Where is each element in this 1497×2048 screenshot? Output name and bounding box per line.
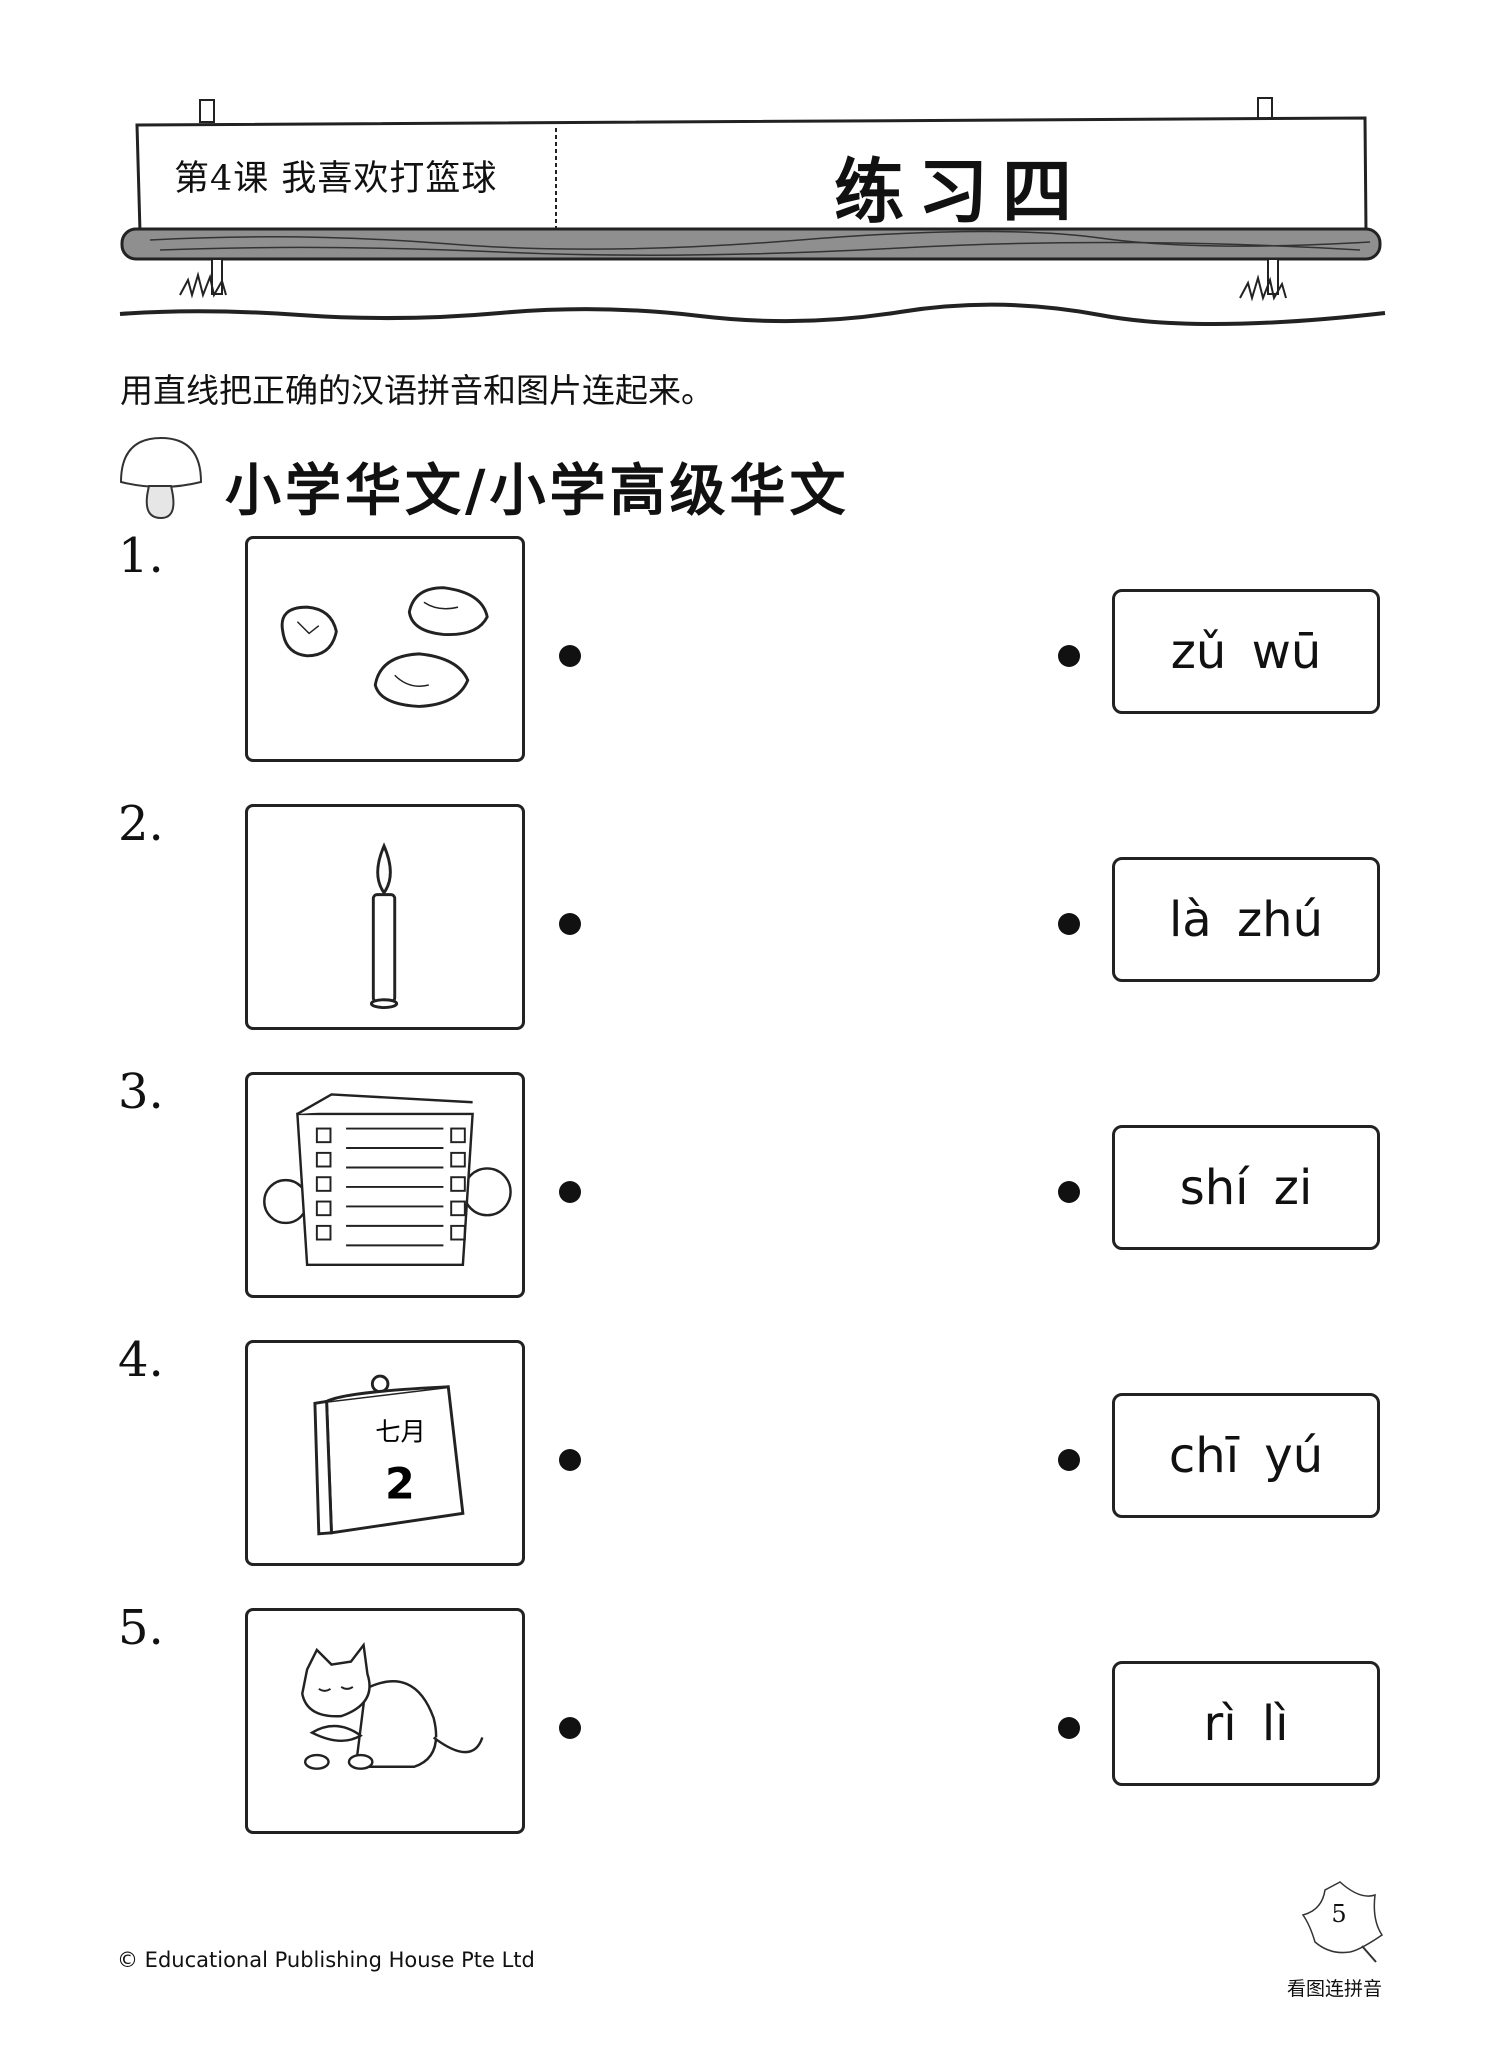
left-match-dot[interactable] [559, 913, 581, 935]
item-number: 3. [118, 1064, 164, 1120]
picture-cat [245, 1608, 525, 1834]
right-match-dot[interactable] [1058, 1717, 1080, 1739]
calendar-day: 2 [385, 1460, 415, 1510]
pinyin-box: shí zi [1112, 1125, 1380, 1250]
left-match-dot[interactable] [559, 1449, 581, 1471]
item-number: 2. [118, 796, 164, 852]
picture-calendar: 七月 2 [245, 1340, 525, 1566]
item-number: 5. [118, 1600, 164, 1656]
left-match-dot[interactable] [559, 1717, 581, 1739]
left-match-dot[interactable] [559, 1181, 581, 1203]
item-number: 1. [118, 528, 164, 584]
pinyin-box: rì lì [1112, 1661, 1380, 1786]
left-match-dot[interactable] [559, 645, 581, 667]
topic-label: 看图连拼音 [1287, 1978, 1383, 2000]
lesson-title: 第4课 我喜欢打篮球 [174, 159, 498, 199]
pinyin-box: là zhú [1112, 857, 1380, 982]
picture-building [245, 1072, 525, 1298]
right-match-dot[interactable] [1058, 913, 1080, 935]
page-number-leaf: 5 [1300, 1880, 1390, 1965]
mushroom-icon [119, 436, 203, 520]
pinyin-box: chī yú [1112, 1393, 1380, 1518]
instruction-text: 用直线把正确的汉语拼音和图片连起来。 [120, 371, 714, 410]
picture-stones [245, 536, 525, 762]
right-match-dot[interactable] [1058, 1181, 1080, 1203]
picture-candle [245, 804, 525, 1030]
page-number: 5 [1331, 1900, 1347, 1928]
copyright: © Educational Publishing House Pte Ltd [117, 1948, 535, 1972]
pinyin-box: zǔ wū [1112, 589, 1380, 714]
header-banner [119, 97, 1386, 327]
section-title: 小学华文/小学高级华文 [225, 459, 850, 524]
leaf-icon [1301, 1881, 1384, 1963]
right-match-dot[interactable] [1058, 1449, 1080, 1471]
right-match-dot[interactable] [1058, 645, 1080, 667]
calendar-month: 七月 [375, 1417, 426, 1446]
item-number: 4. [118, 1332, 164, 1388]
exercise-title: 练习四 [834, 151, 1086, 233]
